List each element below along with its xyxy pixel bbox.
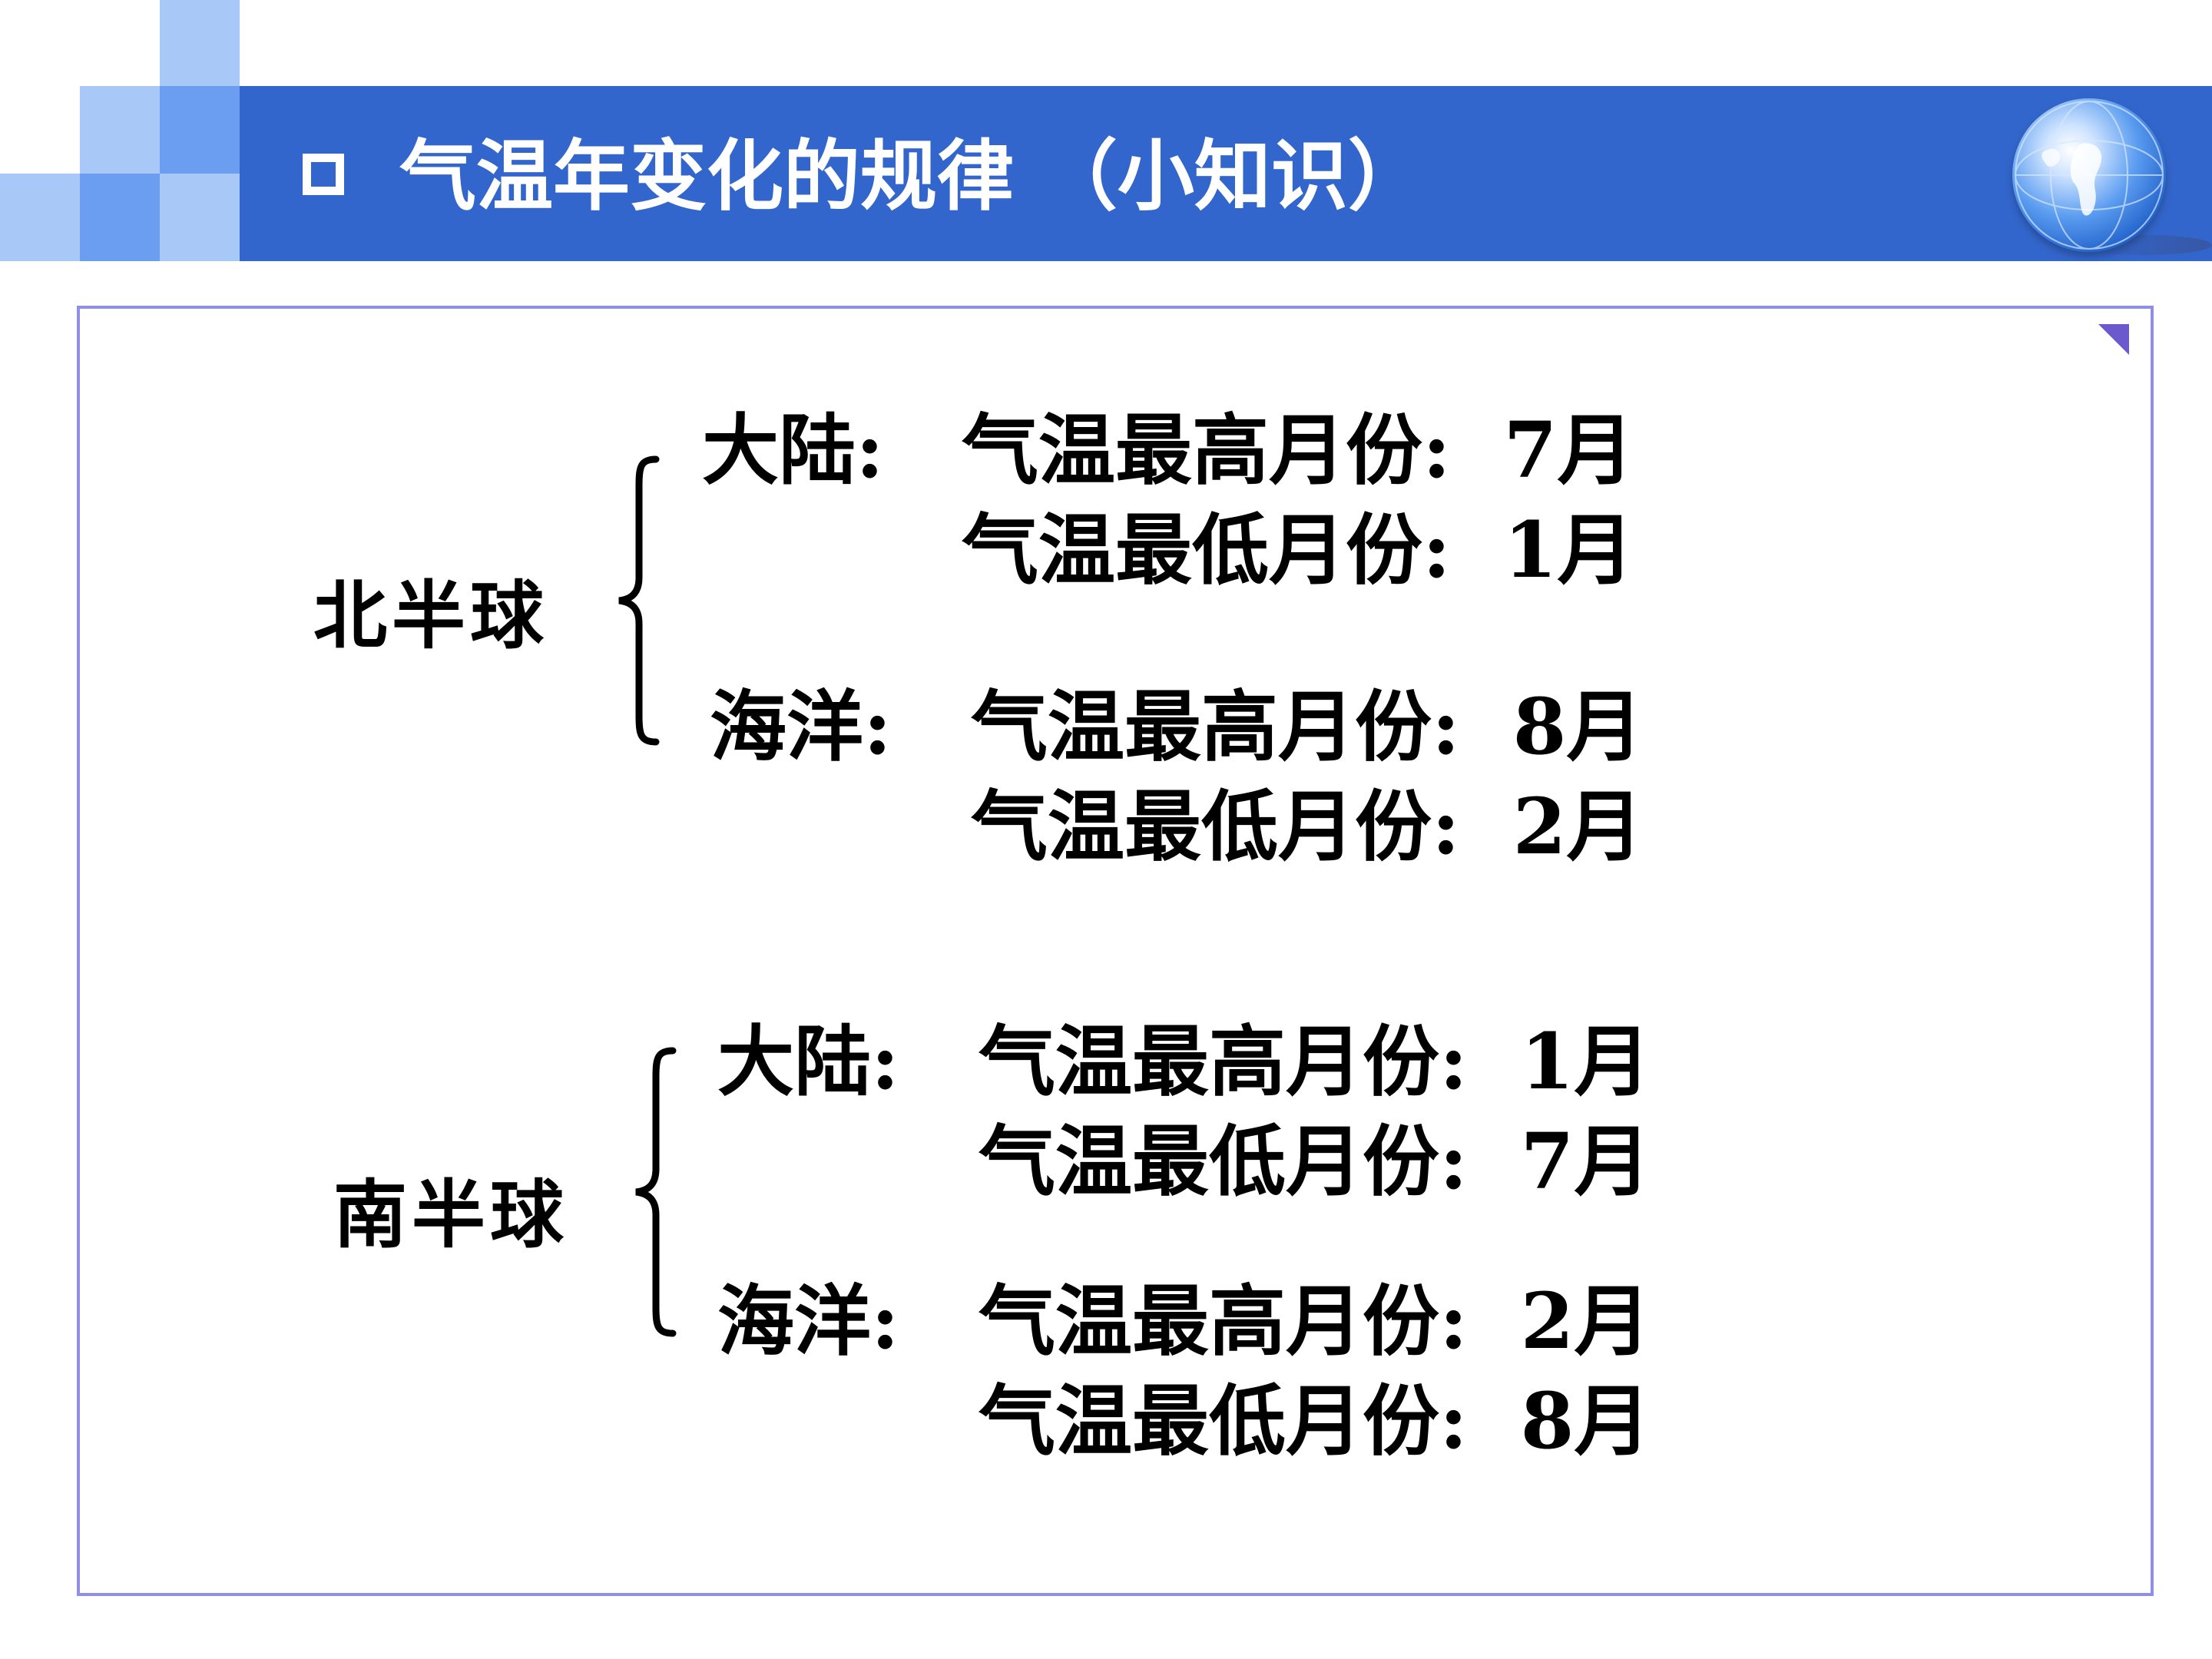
content-frame: [77, 306, 2154, 1596]
northern-continent-max-value: 7月: [1503, 405, 1634, 495]
southern-continent-max-label: 气温最高月份:: [979, 1016, 1468, 1107]
northern-hemisphere-label: 北半球: [313, 572, 548, 659]
deco-square: [160, 174, 240, 261]
northern-ocean-max-row: 气温最高月份: 8月: [971, 680, 1643, 773]
northern-continent-min-row: 气温最低月份: 1月: [962, 504, 1634, 596]
checkbox-square-icon: [303, 154, 344, 195]
southern-hemisphere-label: 南半球: [333, 1171, 568, 1258]
southern-ocean-min-value: 8月: [1520, 1376, 1651, 1466]
northern-ocean-label: 海洋:: [710, 681, 892, 772]
deco-square: [160, 86, 240, 174]
northern-ocean-max-value: 8月: [1512, 681, 1644, 772]
corner-triangle-icon: [2098, 324, 2129, 355]
globe-icon: [2012, 98, 2166, 252]
deco-square: [80, 174, 160, 261]
southern-continent-min-label: 气温最低月份:: [979, 1116, 1468, 1207]
title-bar: [240, 86, 2212, 261]
deco-square: [80, 86, 160, 174]
northern-continent-row: 大陆:: [702, 404, 884, 496]
southern-continent-row: 大陆:: [717, 1015, 899, 1108]
southern-ocean-min-label: 气温最低月份:: [979, 1376, 1468, 1466]
southern-ocean-label: 海洋:: [717, 1276, 899, 1366]
northern-continent-min-value: 1月: [1503, 505, 1634, 595]
southern-ocean-min-row: 气温最低月份: 8月: [979, 1375, 1651, 1467]
southern-ocean-max-label: 气温最高月份:: [979, 1276, 1468, 1366]
northern-ocean-min-row: 气温最低月份: 2月: [971, 780, 1643, 873]
southern-ocean-max-value: 2月: [1520, 1276, 1651, 1366]
southern-continent-min-row: 气温最低月份: 7月: [979, 1115, 1651, 1207]
southern-continent-max-value: 1月: [1520, 1016, 1651, 1107]
curly-brace-icon: [635, 1047, 677, 1337]
southern-continent-label: 大陆:: [717, 1016, 899, 1107]
southern-ocean-row: 海洋:: [717, 1275, 899, 1367]
southern-ocean-max-row: 气温最高月份: 2月: [979, 1275, 1651, 1367]
northern-ocean-min-label: 气温最低月份:: [971, 781, 1460, 872]
southern-continent-min-value: 7月: [1520, 1116, 1651, 1207]
northern-continent-min-label: 气温最低月份:: [962, 505, 1451, 595]
northern-ocean-max-label: 气温最高月份:: [971, 681, 1460, 772]
northern-continent-max-row: 气温最高月份: 7月: [962, 404, 1634, 496]
deco-square: [160, 0, 240, 86]
northern-continent-max-label: 气温最高月份:: [962, 405, 1451, 495]
northern-ocean-row: 海洋:: [710, 680, 892, 773]
page-title: 气温年变化的规律 （小知识）: [399, 131, 1425, 221]
northern-continent-label: 大陆:: [702, 405, 884, 495]
deco-square: [0, 174, 80, 261]
northern-ocean-min-value: 2月: [1512, 781, 1644, 872]
curly-brace-icon: [618, 455, 660, 746]
southern-continent-max-row: 气温最高月份: 1月: [979, 1015, 1651, 1108]
